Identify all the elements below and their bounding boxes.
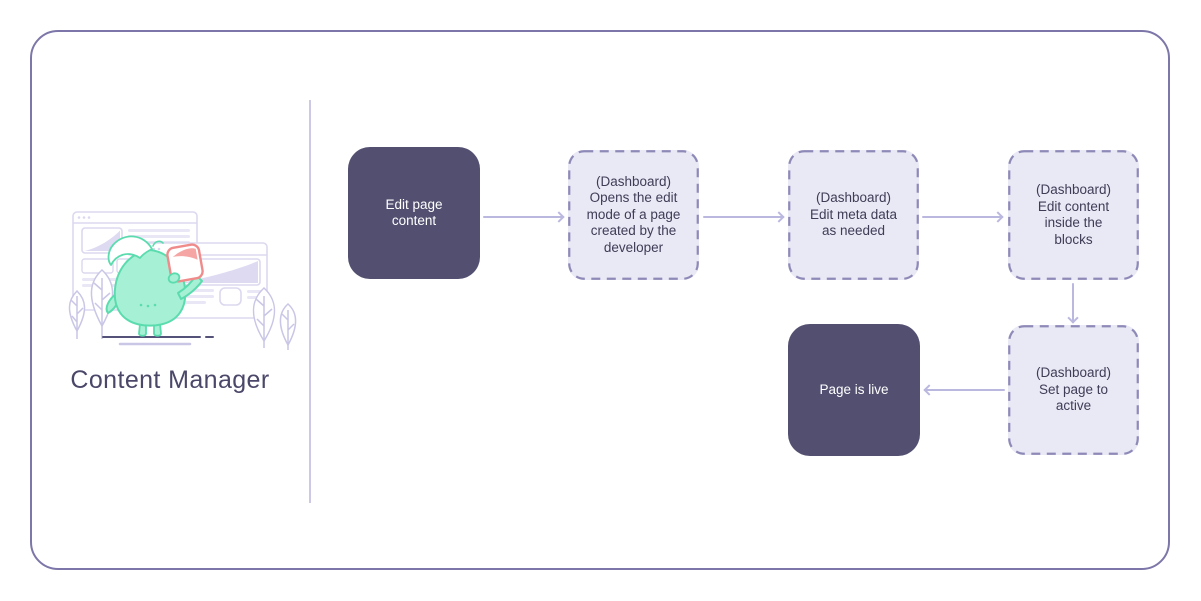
- flow-node-edit-content-blocks: (Dashboard) Edit content inside the bloc…: [1008, 150, 1139, 280]
- arrow-head-right-icon: [992, 211, 1004, 223]
- page-title: Content Manager: [70, 366, 270, 394]
- arrow-shaft: [483, 216, 564, 218]
- flow-node-label: Page is live: [819, 381, 889, 397]
- ground-lines: [102, 336, 214, 346]
- flow-node-label: (Dashboard) Edit content inside the bloc…: [1035, 182, 1112, 247]
- arrow-head-down-icon: [1067, 312, 1079, 324]
- arrow-head-left-icon: [923, 384, 935, 396]
- flow-node-page-is-live: Page is live: [788, 324, 920, 456]
- flow-node-set-page-active: (Dashboard) Set page to active: [1008, 325, 1139, 455]
- flow-node-edit-page-content: Edit page content: [348, 147, 480, 279]
- arrow-head-right-icon: [773, 211, 785, 223]
- arrow-meta-to-blocks: [922, 211, 1004, 223]
- arrow-shaft: [922, 216, 1003, 218]
- arrow-shaft: [703, 216, 784, 218]
- arrow-open-to-meta: [703, 211, 785, 223]
- flow-node-label: (Dashboard) Opens the edit mode of a pag…: [586, 173, 681, 255]
- flow-node-label: (Dashboard) Edit meta data as needed: [809, 190, 898, 239]
- arrow-shaft: [924, 389, 1005, 391]
- held-card: [166, 243, 204, 283]
- flow-node-opens-edit-mode: (Dashboard) Opens the edit mode of a pag…: [568, 150, 699, 280]
- content-manager-illustration: [68, 211, 297, 350]
- arrow-head-right-icon: [553, 211, 565, 223]
- arrow-shaft: [1072, 283, 1074, 323]
- flow-node-label: Edit page content: [385, 196, 443, 229]
- flow-node-label: (Dashboard) Set page to active: [1035, 365, 1112, 414]
- left-plants: [68, 268, 114, 339]
- arrow-active-to-live: [923, 384, 1005, 396]
- mascot: [105, 235, 204, 337]
- arrow-edit-to-open: [483, 211, 565, 223]
- vertical-divider: [309, 100, 311, 503]
- flow-node-edit-meta-data: (Dashboard) Edit meta data as needed: [788, 150, 919, 280]
- arrow-blocks-to-active: [1067, 283, 1079, 324]
- right-plants: [252, 286, 297, 350]
